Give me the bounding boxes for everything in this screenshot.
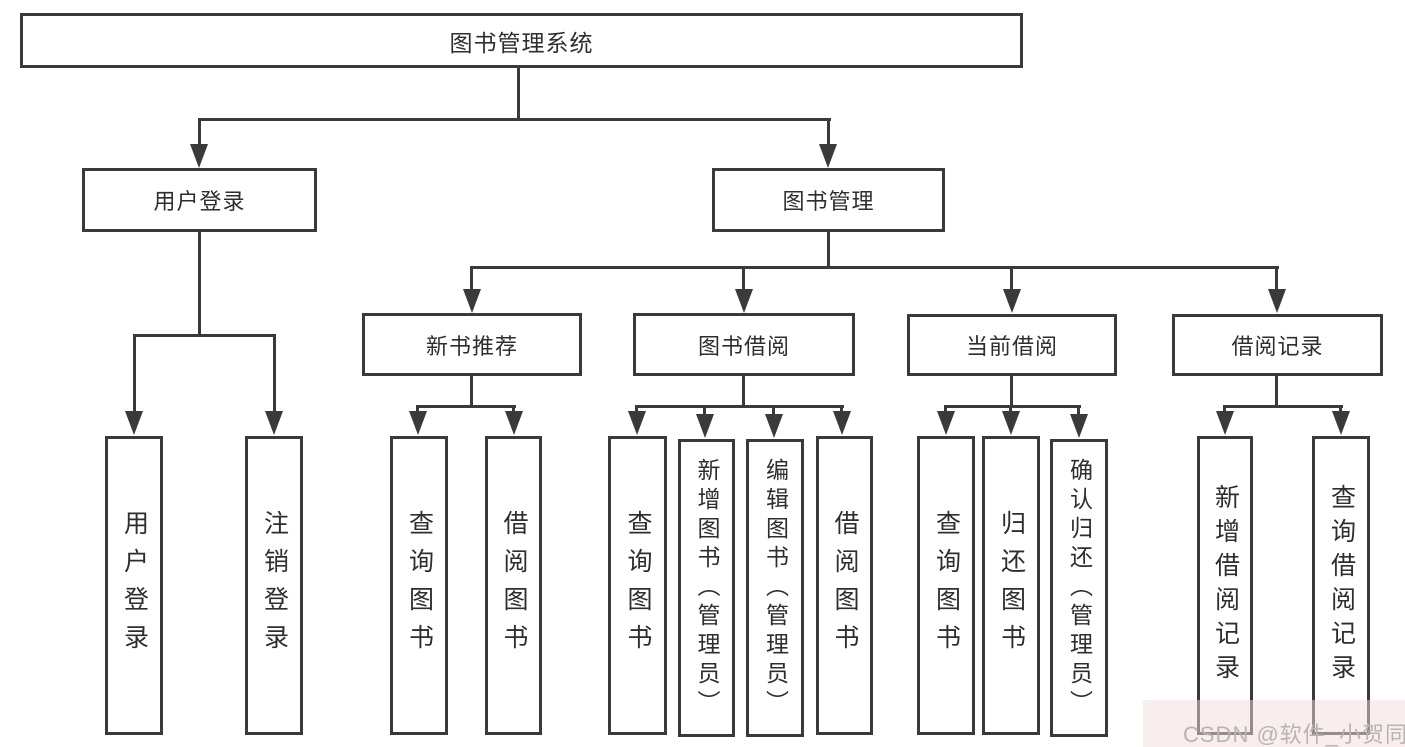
node-bb-query-book-label: 查询图书 [624, 509, 652, 662]
node-new-book-rec-label: 新书推荐 [425, 333, 518, 359]
node-new-book-rec: 新书推荐 [362, 313, 582, 376]
arrow-down-icon [819, 144, 837, 168]
node-cb-confirm-return-label: 确认归还（管理员） [1066, 457, 1093, 719]
connector-line [198, 118, 201, 146]
node-nb-query-book-label: 查询图书 [405, 509, 434, 662]
arrow-down-icon [735, 289, 753, 313]
node-book-borrow-label: 图书借阅 [697, 333, 790, 359]
node-bb-add-book-label: 新增图书（管理员） [694, 457, 720, 719]
node-root: 图书管理系统 [20, 13, 1023, 68]
arrow-down-icon [1216, 411, 1234, 435]
connector-line [772, 405, 775, 417]
connector-line [1010, 266, 1013, 291]
arrow-down-icon [765, 414, 783, 438]
connector-line [470, 266, 1279, 269]
node-bb-edit-book-label: 编辑图书（管理员） [762, 457, 789, 719]
node-br-query-record-label: 查询借阅记录 [1327, 483, 1356, 688]
connector-line [133, 334, 136, 413]
connector-line [827, 118, 830, 146]
node-logout-login: 注销登录 [245, 436, 303, 735]
connector-line [198, 118, 831, 121]
node-bb-edit-book: 编辑图书（管理员） [746, 439, 804, 737]
node-nb-borrow-book: 借阅图书 [485, 436, 542, 735]
connector-line [1275, 375, 1278, 408]
connector-line [1275, 266, 1278, 291]
watermark-background-band [1143, 700, 1405, 747]
connector-line [1077, 405, 1080, 417]
node-br-query-record: 查询借阅记录 [1312, 436, 1370, 735]
connector-line [1223, 405, 1226, 414]
connector-line [416, 405, 419, 414]
connector-line [273, 334, 276, 413]
connector-line [517, 68, 520, 121]
arrow-down-icon [125, 411, 143, 435]
connector-line [1339, 405, 1342, 414]
node-cb-return-book-label: 归还图书 [997, 509, 1026, 662]
node-br-add-record: 新增借阅记录 [1197, 436, 1253, 735]
arrow-down-icon [628, 411, 646, 435]
connector-line [1009, 405, 1012, 414]
node-borrow-record-label: 借阅记录 [1231, 334, 1324, 359]
node-root-label: 图书管理系统 [449, 29, 594, 56]
node-bb-add-book: 新增图书（管理员） [678, 439, 735, 737]
arrow-down-icon [1070, 414, 1088, 438]
connector-line [1223, 405, 1343, 408]
node-bb-query-book: 查询图书 [608, 436, 667, 735]
connector-line [635, 405, 844, 408]
node-login-group: 用户登录 [82, 168, 317, 232]
arrow-down-icon [1002, 411, 1020, 435]
connector-line [703, 405, 706, 417]
node-current-borrow: 当前借阅 [907, 314, 1117, 376]
node-cb-confirm-return: 确认归还（管理员） [1050, 439, 1108, 737]
arrow-down-icon [463, 289, 481, 313]
node-br-add-record-label: 新增借阅记录 [1211, 483, 1240, 688]
node-user-login-label: 用户登录 [120, 509, 149, 662]
arrow-down-icon [1268, 289, 1286, 313]
connector-line [1010, 375, 1013, 408]
node-cb-query-book-label: 查询图书 [932, 509, 961, 662]
node-current-borrow-label: 当前借阅 [965, 334, 1058, 359]
node-login-group-label: 用户登录 [153, 189, 246, 214]
connector-line [198, 231, 201, 337]
connector-line [470, 266, 473, 291]
node-bb-borrow-book-label: 借阅图书 [831, 509, 859, 662]
arrow-down-icon [265, 411, 283, 435]
node-bb-borrow-book: 借阅图书 [816, 436, 873, 735]
arrow-down-icon [505, 411, 523, 435]
arrow-down-icon [409, 411, 427, 435]
node-book-mgmt-label: 图书管理 [782, 189, 875, 214]
connector-line [512, 405, 515, 414]
node-book-mgmt: 图书管理 [712, 168, 945, 232]
connector-line [470, 375, 473, 408]
watermark-text: CSDN @软件_小贺同学 [1183, 722, 1405, 747]
node-cb-query-book: 查询图书 [917, 436, 975, 735]
connector-line [944, 405, 947, 414]
connector-line [944, 405, 1081, 408]
arrow-down-icon [937, 411, 955, 435]
arrow-down-icon [833, 411, 851, 435]
connector-line [827, 231, 830, 269]
connector-line [635, 405, 638, 414]
node-nb-query-book: 查询图书 [390, 436, 448, 735]
node-nb-borrow-book-label: 借阅图书 [500, 509, 528, 662]
connector-line [840, 405, 843, 414]
connector-line [133, 334, 276, 337]
node-cb-return-book: 归还图书 [982, 436, 1040, 735]
arrow-down-icon [190, 144, 208, 168]
arrow-down-icon [1003, 289, 1021, 313]
arrow-down-icon [1332, 411, 1350, 435]
node-book-borrow: 图书借阅 [633, 313, 855, 376]
node-user-login: 用户登录 [105, 436, 163, 735]
connector-line [416, 405, 516, 408]
node-logout-login-label: 注销登录 [260, 509, 289, 662]
connector-line [742, 375, 745, 408]
arrow-down-icon [696, 414, 714, 438]
connector-line [742, 266, 745, 291]
node-borrow-record: 借阅记录 [1172, 314, 1383, 376]
